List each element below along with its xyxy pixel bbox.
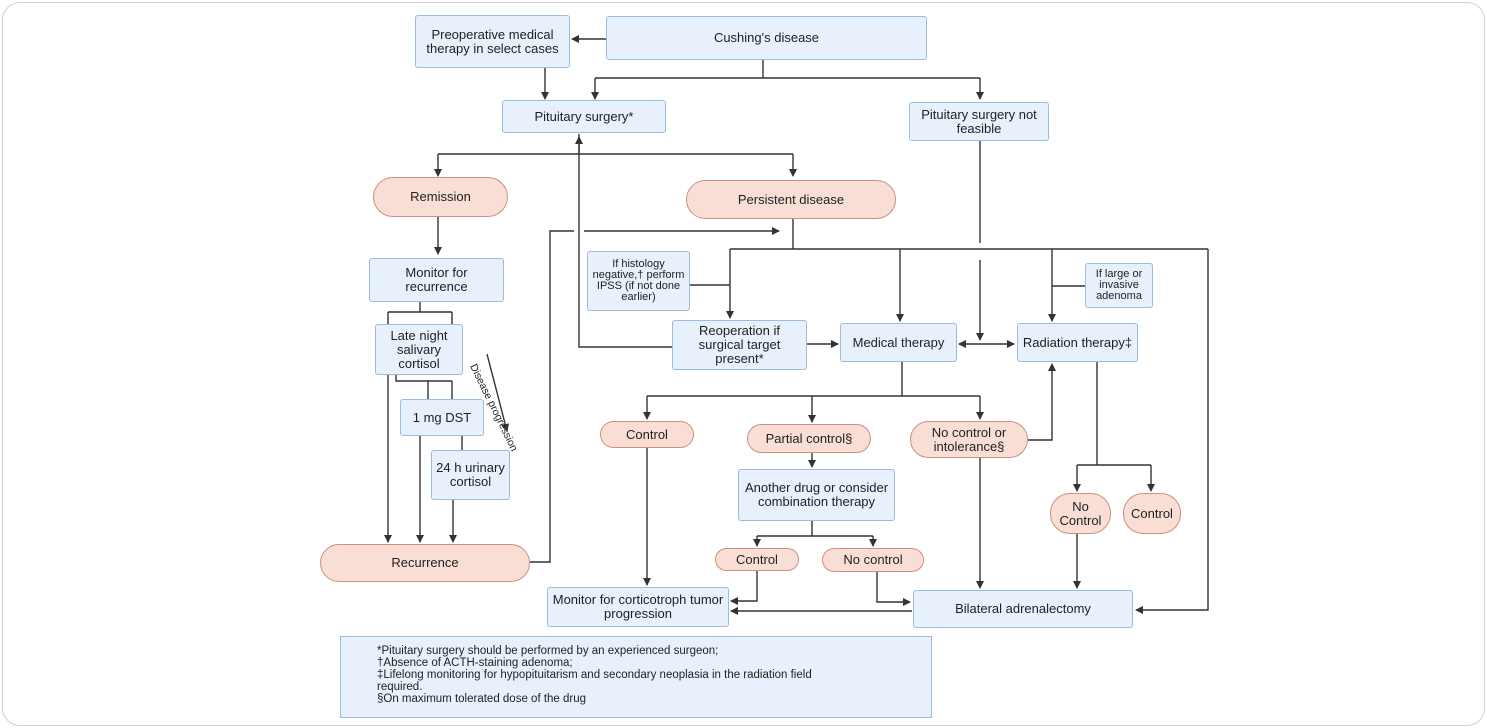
reoperation-box: Reoperation if surgical target present* xyxy=(672,320,807,370)
late-night-cortisol-box: Late night salivary cortisol xyxy=(375,324,463,375)
preoperative-therapy-box: Preoperative medical therapy in select c… xyxy=(415,15,570,68)
pituitary-surgery-box: Pituitary surgery* xyxy=(502,100,666,133)
another-drug-box: Another drug or consider combination the… xyxy=(738,469,895,521)
recurrence-outcome: Recurrence xyxy=(320,544,530,582)
cushings-disease-box: Cushing's disease xyxy=(606,16,927,60)
monitor-recurrence-box: Monitor for recurrence xyxy=(369,258,504,302)
footnotes-box: *Pituitary surgery should be performed b… xyxy=(340,636,932,718)
bilateral-adrenalectomy-box: Bilateral adrenalectomy xyxy=(913,590,1133,628)
footnote-histology: †Absence of ACTH-staining adenoma; xyxy=(377,657,573,669)
radiation-control-outcome: Control xyxy=(1123,493,1181,534)
large-adenoma-note-box: If large or invasive adenoma xyxy=(1085,263,1153,308)
footnote-radiation: ‡Lifelong monitoring for hypopituitarism… xyxy=(377,669,812,681)
footnote-radiation-cont: required. xyxy=(377,681,423,693)
dst-box: 1 mg DST xyxy=(400,399,484,436)
footnote-surgery: *Pituitary surgery should be performed b… xyxy=(377,645,719,657)
medical-therapy-box: Medical therapy xyxy=(840,323,957,362)
monitor-tumor-box: Monitor for corticotroph tumor progressi… xyxy=(547,587,729,627)
control-outcome-1: Control xyxy=(600,421,694,448)
control-outcome-2: Control xyxy=(715,548,799,571)
no-control-outcome-2: No control xyxy=(822,548,924,572)
radiation-therapy-box: Radiation therapy‡ xyxy=(1017,323,1138,362)
persistent-disease-outcome: Persistent disease xyxy=(686,180,896,219)
surgery-not-feasible-box: Pituitary surgery not feasible xyxy=(909,102,1049,141)
partial-control-outcome: Partial control§ xyxy=(747,424,871,453)
radiation-no-control-outcome: No Control xyxy=(1050,493,1111,534)
histology-note-box: If histology negative,† perform IPSS (if… xyxy=(587,251,690,311)
urinary-cortisol-box: 24 h urinary cortisol xyxy=(431,450,510,500)
no-control-intolerance-outcome: No control or intolerance§ xyxy=(910,421,1028,458)
footnote-drug: §On maximum tolerated dose of the drug xyxy=(377,693,587,705)
remission-outcome: Remission xyxy=(373,177,508,217)
